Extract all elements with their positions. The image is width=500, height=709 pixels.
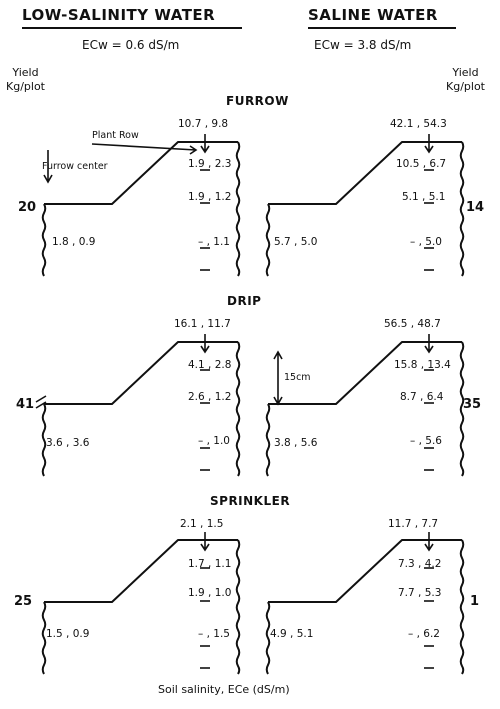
soil-salinity-axis-label: Soil salinity, ECe (dS/m) [158, 683, 290, 696]
drip-low-row3-values: – , 1.0 [198, 435, 230, 447]
drip-low-top-values: 16.1 , 11.7 [174, 318, 231, 330]
sprinkler-low-row2-values: 1.9 , 1.0 [188, 587, 232, 599]
furrow-saline-top-values: 42.1 , 54.3 [390, 118, 447, 130]
saline-title: SALINE WATER [308, 6, 438, 24]
section-title-sprinkler: SPRINKLER [210, 494, 291, 508]
drip-low-bed-outline [41, 341, 238, 477]
sprinkler-saline-right-edge [459, 539, 465, 675]
drip-low-bottom-values: 3.6 , 3.6 [46, 437, 90, 449]
scale-15cm-arrow [273, 350, 283, 406]
plant-row-label: Plant Row [92, 130, 139, 141]
furrow-saline-yield: 14 [466, 200, 485, 215]
sprinkler-saline-row2-values: 7.7 , 5.3 [398, 587, 442, 599]
drip-saline-bed-outline [265, 341, 462, 477]
sprinkler-saline-bottom-values: 4.9 , 5.1 [270, 628, 314, 640]
furrow-saline-bed-outline [265, 141, 462, 277]
low-ecw-label: ECw = 0.6 dS/m [82, 38, 180, 52]
drip-low-yield: 41 [16, 397, 35, 412]
furrow-low-yield: 20 [18, 200, 37, 215]
drip-low-right-edge [235, 341, 241, 477]
drip-saline-yield: 35 [463, 397, 482, 412]
drip-low-hatch-mark [35, 395, 47, 409]
drip-saline-row3-values: – , 5.6 [410, 435, 442, 447]
drip-saline-top-values: 56.5 , 48.7 [384, 318, 441, 330]
saline-ecw-label: ECw = 3.8 dS/m [314, 38, 412, 52]
yield-label-right: Yield Kg/plot [446, 66, 485, 93]
furrow-saline-row1-values: 10.5 , 6.7 [396, 158, 447, 170]
sprinkler-low-plant-row-arrow [200, 532, 210, 552]
furrow-center-arrow [43, 150, 53, 184]
furrow-saline-row2-values: 5.1 , 5.1 [402, 191, 446, 203]
sprinkler-saline-row1-values: 7.3 , 4.2 [398, 558, 442, 570]
furrow-low-top-values: 10.7 , 9.8 [178, 118, 229, 130]
sprinkler-low-bottom-values: 1.5 , 0.9 [46, 628, 90, 640]
furrow-low-bed-outline [41, 141, 238, 277]
scale-label: 15cm [284, 372, 311, 383]
drip-saline-plant-row-arrow [424, 334, 434, 354]
sprinkler-low-right-edge [235, 539, 241, 675]
low-salinity-title: LOW-SALINITY WATER [22, 6, 216, 24]
sprinkler-saline-yield: 1 [470, 594, 480, 609]
drip-low-row2-values: 2.6 , 1.2 [188, 391, 232, 403]
furrow-low-plant-row-arrow [200, 134, 210, 154]
sprinkler-saline-row3-values: – , 6.2 [408, 628, 440, 640]
sprinkler-saline-bed-outline [265, 539, 462, 675]
drip-saline-row1-values: 15.8 , 13.4 [394, 359, 451, 371]
sprinkler-saline-top-values: 11.7 , 7.7 [388, 518, 439, 530]
furrow-saline-plant-row-arrow [424, 134, 434, 154]
drip-low-plant-row-arrow [200, 334, 210, 354]
furrow-saline-row3-values: – , 5.0 [410, 236, 442, 248]
plant-row-pointer-arrow [91, 143, 198, 155]
sprinkler-low-yield: 25 [14, 594, 33, 609]
drip-saline-right-edge [459, 341, 465, 477]
row-marks [35, 134, 434, 669]
sprinkler-low-row1-values: 1.7 , 1.1 [188, 558, 232, 570]
sprinkler-low-bed-outline [41, 539, 238, 675]
furrow-saline-right-edge [459, 141, 465, 277]
section-title-furrow: FURROW [226, 94, 289, 108]
yield-label-left: Yield Kg/plot [6, 66, 45, 93]
furrow-low-row1-values: 1.9 , 2.3 [188, 158, 232, 170]
furrow-low-right-edge [235, 141, 241, 277]
furrow-center-label: Furrow center [42, 161, 108, 172]
drip-saline-row2-values: 8.7 , 6.4 [400, 391, 444, 403]
furrow-saline-bottom-values: 5.7 , 5.0 [274, 236, 318, 248]
bed-profiles [41, 141, 465, 675]
sprinkler-low-top-values: 2.1 , 1.5 [180, 518, 224, 530]
low-salinity-title-underline [22, 27, 242, 29]
furrow-low-bottom-values: 1.8 , 0.9 [52, 236, 96, 248]
drip-low-row1-values: 4.1 , 2.8 [188, 359, 232, 371]
drip-saline-bottom-values: 3.8 , 5.6 [274, 437, 318, 449]
furrow-low-row2-values: 1.9 , 1.2 [188, 191, 232, 203]
section-title-drip: DRIP [227, 294, 262, 308]
sprinkler-low-row3-values: – , 1.5 [198, 628, 230, 640]
saline-title-underline [308, 27, 456, 29]
sprinkler-saline-plant-row-arrow [424, 532, 434, 552]
furrow-low-row3-values: – , 1.1 [198, 236, 230, 248]
